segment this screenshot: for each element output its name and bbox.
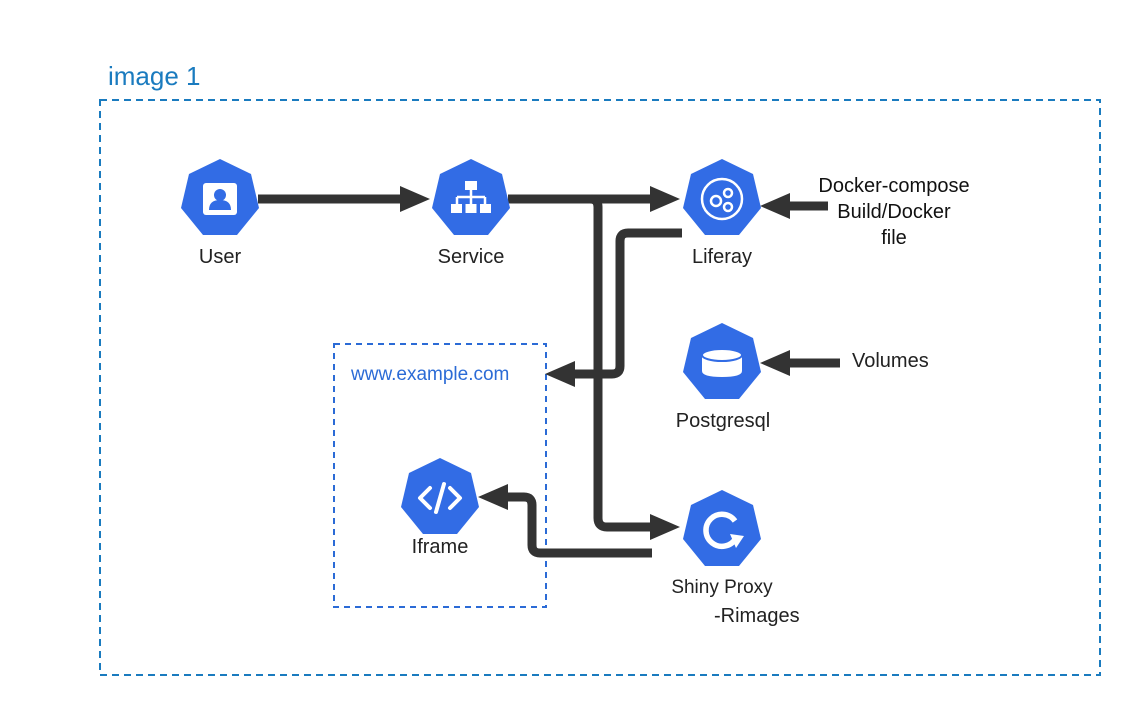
arrow-liferay-to-website: [570, 228, 682, 379]
arrowhead-volumes: [760, 350, 790, 376]
liferay-node: [683, 159, 761, 235]
service-network-icon: [451, 181, 491, 213]
arrowhead-docker: [760, 193, 790, 219]
arrow-service-to-shiny: [589, 194, 655, 532]
refresh-cycle-icon: [703, 511, 744, 550]
iframe-node: [401, 458, 479, 534]
website-url: www.example.com: [351, 364, 510, 385]
docker-note-line-3: file: [881, 227, 907, 249]
user-icon: [203, 183, 237, 215]
shiny-node: [683, 490, 761, 566]
liferay-badge: [683, 159, 761, 235]
deployment-gears-icon: [700, 177, 744, 221]
service-label: Service: [437, 246, 505, 268]
volumes-note: Volumes: [852, 350, 929, 372]
code-icon: [418, 482, 462, 514]
arrow-shiny-to-iframe: [500, 492, 652, 558]
arrowhead-website: [545, 361, 575, 387]
docker-note-line-1: Docker-compose: [818, 175, 970, 197]
docker-note: Docker-compose Build/Docker file: [812, 173, 976, 251]
arrowhead-liferay: [650, 186, 680, 212]
frame-title: image 1: [108, 61, 201, 91]
shiny-badge: [683, 490, 761, 566]
service-node: [432, 159, 510, 235]
postgresql-label: Postgresql: [675, 410, 771, 432]
arrowhead-iframe: [478, 484, 508, 510]
database-storage-icon: [701, 348, 743, 377]
iframe-label: Iframe: [411, 536, 469, 558]
docker-note-line-2: Build/Docker: [837, 201, 951, 223]
liferay-label: Liferay: [691, 246, 753, 268]
arrowhead-shiny: [650, 514, 680, 540]
user-node: [181, 159, 259, 235]
shiny-label: Shiny Proxy: [671, 577, 773, 598]
user-label: User: [198, 246, 242, 268]
arrowhead-service: [400, 186, 430, 212]
outer-frame: [99, 99, 1101, 676]
website-frame: [333, 343, 547, 608]
postgresql-node: [683, 323, 761, 399]
rimages-note: -Rimages: [714, 605, 800, 627]
